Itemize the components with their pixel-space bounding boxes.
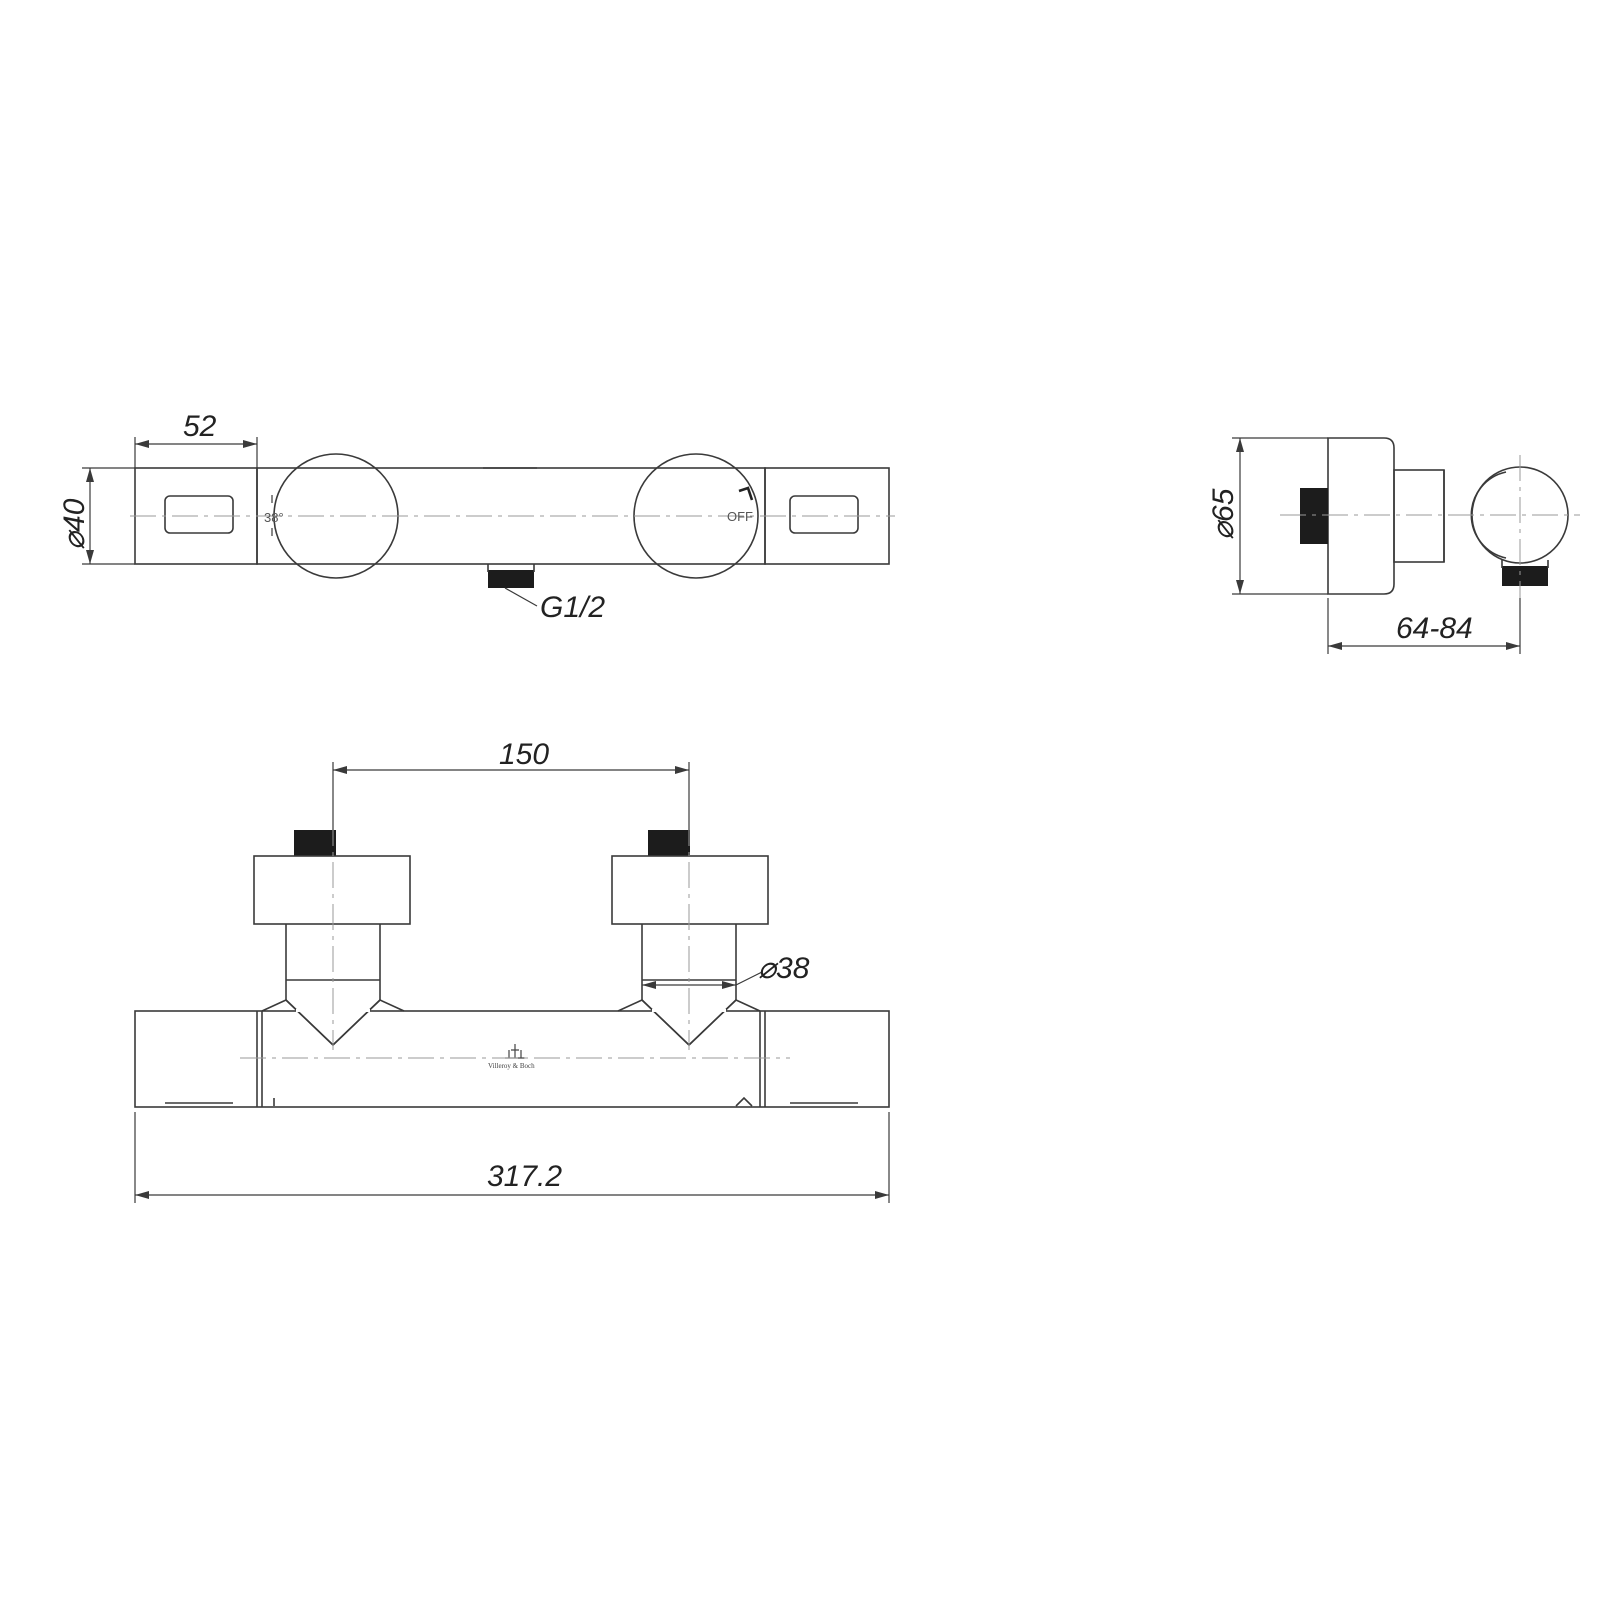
dim-40-arrow-top	[86, 468, 94, 482]
shower-head-icon	[738, 486, 754, 501]
left-cap-window	[164, 495, 234, 534]
side-inlet-thread	[1300, 488, 1328, 544]
dim-65-arrow-bottom	[1236, 580, 1244, 594]
right-inlet-nut	[611, 855, 769, 925]
dim-3172-arrow-right	[875, 1191, 889, 1199]
dim-6484-arrow-right	[1506, 642, 1520, 650]
right-cap-window	[789, 495, 859, 534]
wall-flange	[1327, 437, 1395, 595]
dim-40-label: ⌀40	[58, 498, 91, 550]
left-inlet-thread	[294, 830, 336, 856]
dim-65-arrow-top	[1236, 438, 1244, 452]
dim-38-arrow-left	[642, 981, 656, 989]
dim-52-label: 52	[183, 410, 217, 443]
temperature-marking: 38°	[264, 510, 284, 525]
brand-text: Villeroy & Boch	[488, 1062, 535, 1070]
left-inlet-cone-side	[261, 999, 405, 1012]
dim-6484-arrow-left	[1328, 642, 1342, 650]
bottom-mark-right	[735, 1096, 753, 1107]
dim-3172-label: 317.2	[487, 1160, 562, 1193]
dim-65-label: ⌀65	[1207, 488, 1240, 540]
top-view: 38° OFF G1/2 52 ⌀40	[58, 410, 895, 624]
dim-52-arrow-left	[135, 440, 149, 448]
front-view: Villeroy & Boch 150 ⌀38 317.2	[134, 738, 890, 1203]
off-marking: OFF	[727, 509, 753, 524]
right-inlet-cone-side	[617, 999, 761, 1012]
brand-logo-icon	[505, 1044, 525, 1059]
side-view: ⌀65 64-84	[1207, 437, 1580, 654]
side-outlet-thread	[1502, 566, 1548, 586]
side-stem	[1393, 469, 1445, 563]
front-main-body	[134, 1010, 890, 1108]
dim-38-leader	[735, 971, 763, 986]
right-inlet-thread	[648, 830, 690, 856]
left-handle-circle	[273, 453, 399, 579]
dim-52-arrow-right	[243, 440, 257, 448]
outlet-thread	[488, 570, 534, 588]
dim-38-arrow-right	[722, 981, 736, 989]
dim-150-arrow-left	[333, 766, 347, 774]
dim-150-label: 150	[499, 738, 549, 771]
dim-38-label: ⌀38	[758, 952, 810, 985]
dim-150-arrow-right	[675, 766, 689, 774]
left-inlet-nut	[253, 855, 411, 925]
dim-6484-label: 64-84	[1396, 612, 1473, 645]
outlet-leader	[504, 587, 538, 607]
dim-3172-arrow-left	[135, 1191, 149, 1199]
dim-40-arrow-bottom	[86, 550, 94, 564]
outlet-thread-label: G1/2	[540, 591, 605, 624]
